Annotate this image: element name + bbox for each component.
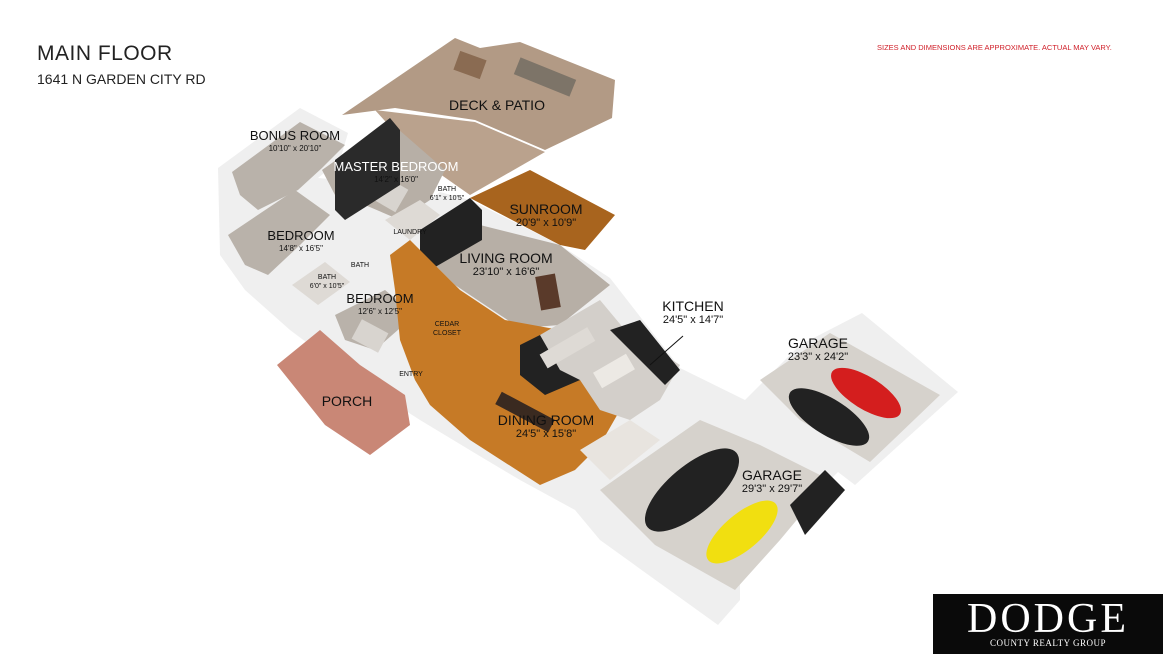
label-garage-2: GARAGE 29'3" x 29'7" <box>741 467 803 495</box>
garage-1-dark-car <box>788 388 870 446</box>
kitchen-counter <box>539 327 596 369</box>
label-garage-1: GARAGE 23'3" x 24'2" <box>787 335 849 363</box>
garage-1-red-car <box>831 367 901 419</box>
label-bath-2: BATH 6'0" x 10'5" <box>309 274 345 290</box>
realty-logo: DODGE COUNTY REALTY GROUP <box>933 594 1163 654</box>
label-entry: ENTRY <box>399 371 423 378</box>
fireplace-wall <box>420 198 482 270</box>
bath-2-floor <box>292 262 350 305</box>
label-dining-room: DINING ROOM 24'5" x 15'8" <box>497 412 595 440</box>
label-bedroom-1: BEDROOM 14'8" x 16'5" <box>267 228 335 253</box>
porch-floor <box>277 330 410 455</box>
garage-2-black-suv <box>644 448 740 532</box>
sunroom-floor <box>470 170 615 250</box>
label-sunroom: SUNROOM 20'9" x 10'9" <box>509 201 583 229</box>
garage-2-dark-cabinet <box>790 470 845 535</box>
bedroom-1-floor <box>228 190 330 275</box>
label-porch: PORCH <box>321 393 373 409</box>
logo-tagline: COUNTY REALTY GROUP <box>989 638 1106 648</box>
label-deck-patio: DECK & PATIO <box>449 97 545 113</box>
label-bedroom-2: BEDROOM 12'6" x 12'5" <box>346 291 414 316</box>
deck-patio-floor-lower <box>375 110 545 195</box>
label-cedar-closet: CEDAR CLOSET <box>433 321 462 337</box>
deck-patio-floor <box>342 38 615 150</box>
label-master-bedroom: MASTER BEDROOM 14'2" x 16'0" <box>333 159 459 184</box>
garage-2-floor <box>600 420 830 590</box>
size-disclaimer: SIZES AND DIMENSIONS ARE APPROXIMATE. AC… <box>877 43 1112 52</box>
label-kitchen: KITCHEN 24'5" x 14'7" <box>662 298 724 326</box>
bedroom-2-bed <box>351 319 389 353</box>
master-dark-wall <box>335 118 400 220</box>
dining-table <box>495 391 555 433</box>
label-laundry: LAUNDRY <box>393 229 427 236</box>
label-bonus-room: BONUS ROOM 10'10" x 20'10" <box>249 128 341 153</box>
living-room-floor <box>425 225 610 328</box>
kitchen-island <box>593 353 635 389</box>
label-bath-small: BATH <box>350 262 370 269</box>
living-sofa <box>535 273 561 311</box>
patio-table <box>453 50 487 80</box>
laundry-floor <box>385 200 440 240</box>
property-address: 1641 N GARDEN CITY RD <box>37 71 206 87</box>
page-title: MAIN FLOOR <box>37 42 173 65</box>
bonus-room-floor <box>232 122 345 210</box>
label-living-room: LIVING ROOM 23'10" x 16'6" <box>459 250 553 278</box>
kitchen-floor <box>540 300 680 420</box>
logo-wordmark: DODGE <box>967 596 1129 642</box>
dining-room-floor <box>390 240 620 485</box>
stairs <box>580 420 660 480</box>
kitchen-dark-cabinet <box>610 320 680 385</box>
label-master-bath: BATH 6'1" x 10'5" <box>429 186 465 202</box>
patio-sofa <box>513 57 577 97</box>
garage-2-yellow-car <box>706 500 778 564</box>
